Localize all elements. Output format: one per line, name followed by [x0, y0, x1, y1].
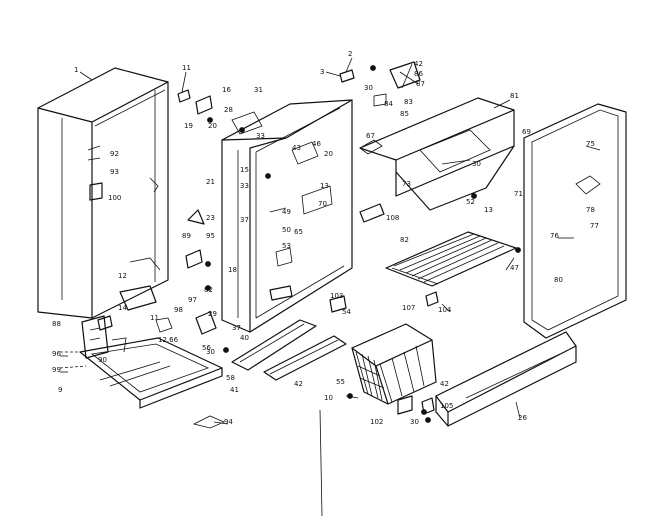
- callout-16: 16: [222, 86, 231, 94]
- hardware-items: [97, 65, 521, 516]
- callout-82: 82: [400, 236, 409, 244]
- callout-84: 84: [384, 100, 393, 108]
- callout-55: 55: [336, 378, 345, 386]
- callout-11b: 11: [150, 314, 159, 322]
- callout-46: 46: [312, 140, 321, 148]
- callout-33: 33: [256, 132, 265, 140]
- callout-104: 104: [438, 306, 452, 314]
- callout-28: 28: [224, 106, 233, 114]
- callout-26: 26: [518, 414, 527, 422]
- callout-19: 19: [184, 122, 193, 130]
- callout-37: 37: [240, 216, 249, 224]
- callout-43: 43: [292, 144, 301, 152]
- callout-33b: 33: [240, 182, 249, 190]
- callout-37b: 37: [232, 324, 241, 332]
- cabinet-shell: [37, 67, 169, 319]
- callout-76: 76: [550, 232, 559, 240]
- callout-58: 58: [226, 374, 235, 382]
- callout-92: 92: [110, 150, 119, 158]
- callout-12: 12: [118, 272, 127, 280]
- callout-82b: 82: [204, 286, 213, 294]
- callout-11: 11: [182, 64, 191, 72]
- callout-52: 52: [466, 198, 475, 206]
- callout-69: 69: [522, 128, 531, 136]
- callout-90: 90: [98, 356, 107, 364]
- callout-49: 49: [282, 208, 291, 216]
- callout-93: 93: [110, 168, 119, 176]
- callout-42a: 42: [414, 60, 423, 68]
- callout-42b: 42: [440, 380, 449, 388]
- callout-10: 10: [324, 394, 333, 402]
- callout-77: 77: [590, 222, 599, 230]
- callout-102: 102: [370, 418, 383, 426]
- callout-47: 47: [510, 264, 519, 272]
- kick-plate: [435, 331, 577, 427]
- callout-99: 99: [52, 366, 61, 374]
- callout-71: 71: [514, 190, 523, 198]
- leader-lines: [60, 57, 601, 425]
- callout-labels: 1 2 3 11 16 28 19 20 31 33 92 93 100 15 …: [52, 50, 599, 426]
- callout-89: 89: [182, 232, 191, 240]
- callout-87: 87: [416, 80, 425, 88]
- callout-50: 50: [282, 226, 291, 234]
- callout-9: 9: [58, 386, 62, 394]
- callout-13b: 13: [484, 206, 493, 214]
- callout-13: 13: [320, 182, 329, 190]
- door-gasket: [523, 103, 627, 339]
- callout-94: 94: [224, 418, 233, 426]
- callout-103: 103: [330, 292, 343, 300]
- callout-30b: 30: [472, 160, 481, 168]
- callout-30d: 30: [410, 418, 419, 426]
- callout-70: 70: [318, 200, 327, 208]
- callout-107: 107: [402, 304, 415, 312]
- callout-30a: 30: [364, 84, 373, 92]
- callout-56: 56: [202, 344, 211, 352]
- callout-42c: 42: [294, 380, 303, 388]
- callout-18: 18: [228, 266, 237, 274]
- callout-21: 21: [206, 178, 215, 186]
- callout-108: 108: [386, 214, 399, 222]
- callout-1: 1: [74, 66, 78, 74]
- callout-31: 31: [254, 86, 263, 94]
- callout-2: 2: [348, 50, 352, 58]
- cabinet-liner: [221, 99, 353, 333]
- wire-basket: [351, 323, 437, 405]
- callout-14: 14: [118, 304, 127, 312]
- callout-15: 15: [240, 166, 249, 174]
- callout-30c: 30: [206, 348, 215, 356]
- callout-23: 23: [206, 214, 215, 222]
- callout-20a: 20: [208, 122, 217, 130]
- callout-3: 3: [320, 68, 324, 76]
- callout-105: 105: [440, 402, 453, 410]
- callout-12-66: 12,66: [158, 336, 179, 344]
- callout-97: 97: [188, 296, 197, 304]
- callout-98: 98: [174, 306, 183, 314]
- callout-83: 83: [404, 98, 413, 106]
- callout-40: 40: [240, 334, 249, 342]
- basket-slides: [231, 319, 347, 381]
- callout-81: 81: [510, 92, 519, 100]
- callout-96: 96: [52, 350, 61, 358]
- callout-75: 75: [586, 140, 595, 148]
- callout-67: 67: [366, 132, 375, 140]
- callout-78: 78: [586, 206, 595, 214]
- callout-85: 85: [400, 110, 409, 118]
- callout-20b: 20: [324, 150, 333, 158]
- callout-100: 100: [108, 194, 121, 202]
- callout-53: 53: [282, 242, 291, 250]
- callout-86: 86: [414, 70, 423, 78]
- callout-73: 73: [402, 180, 411, 188]
- callout-80: 80: [554, 276, 563, 284]
- callout-54: 54: [342, 308, 351, 316]
- callout-65: 65: [294, 228, 303, 236]
- callout-41: 41: [230, 386, 239, 394]
- callout-29: 29: [208, 310, 217, 318]
- base-assembly: [59, 285, 226, 429]
- callout-95: 95: [206, 232, 215, 240]
- callout-88: 88: [52, 320, 61, 328]
- evaporator-panel: [359, 61, 515, 211]
